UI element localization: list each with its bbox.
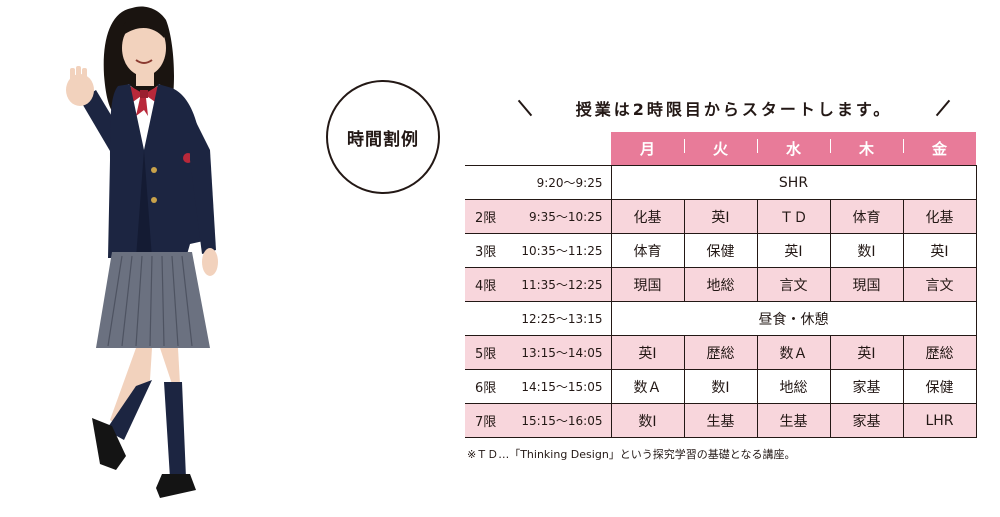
- period-time: 10:35〜11:25: [511, 233, 611, 268]
- day-header: 金: [903, 132, 976, 166]
- subject-cell: 数Ａ: [610, 369, 684, 404]
- timetable-header-row: 月 火 水 木 金: [465, 132, 976, 166]
- subject-cell: 地総: [683, 267, 757, 302]
- period-label: 2限: [465, 199, 511, 234]
- timetable-row: 12:25〜13:15 昼食・休憩: [465, 301, 977, 336]
- period-time: 15:15〜16:05: [511, 403, 611, 438]
- subject-cell: 生基: [683, 403, 757, 438]
- header-empty-cell: [511, 132, 611, 166]
- timetable-row: 3限 10:35〜11:25 体育 保健 英Ⅰ 数Ⅰ 英Ⅰ: [465, 233, 977, 268]
- subject-cell: 言文: [902, 267, 977, 302]
- period-label: [465, 301, 511, 336]
- timetable-example-badge: 時間割例: [326, 80, 440, 194]
- day-header: 水: [757, 132, 830, 166]
- merged-cell: 昼食・休憩: [610, 301, 977, 336]
- subject-cell: 体育: [610, 233, 684, 268]
- left-slash-icon: [517, 99, 533, 117]
- timetable-row: 9:20〜9:25 SHR: [465, 165, 977, 200]
- period-time: 9:35〜10:25: [511, 199, 611, 234]
- badge-label: 時間割例: [347, 129, 419, 150]
- period-label: 7限: [465, 403, 511, 438]
- timetable-row: 5限 13:15〜14:05 英Ⅰ 歴総 数Ａ 英Ⅰ 歴総: [465, 335, 977, 370]
- subject-cell: 英Ⅰ: [683, 199, 757, 234]
- subject-cell: 数Ⅰ: [610, 403, 684, 438]
- subject-cell: 体育: [829, 199, 903, 234]
- subject-cell: 現国: [610, 267, 684, 302]
- subject-cell: 英Ⅰ: [610, 335, 684, 370]
- subject-cell: 数Ａ: [756, 335, 830, 370]
- period-time: 13:15〜14:05: [511, 335, 611, 370]
- period-label: 5限: [465, 335, 511, 370]
- subject-cell: 英Ⅰ: [756, 233, 830, 268]
- subject-cell: 言文: [756, 267, 830, 302]
- subject-cell: LHR: [902, 403, 977, 438]
- heading-text: 授業は2時限目からスタートします。: [575, 100, 893, 119]
- subject-cell: ＴＤ: [756, 199, 830, 234]
- timetable: 月 火 水 木 金 9:20〜9:25 SHR 2限 9:35〜10:25 化基…: [465, 132, 977, 438]
- subject-cell: 数Ⅰ: [683, 369, 757, 404]
- timetable-row: 6限 14:15〜15:05 数Ａ 数Ⅰ 地総 家基 保健: [465, 369, 977, 404]
- day-header: 火: [684, 132, 757, 166]
- timetable-row: 7限 15:15〜16:05 数Ⅰ 生基 生基 家基 LHR: [465, 403, 977, 438]
- period-time: 12:25〜13:15: [511, 301, 611, 336]
- subject-cell: 家基: [829, 403, 903, 438]
- merged-cell: SHR: [610, 165, 977, 200]
- period-label: [465, 165, 511, 200]
- footnote: ※ＴＤ…「Thinking Design」という探究学習の基礎となる講座。: [467, 448, 796, 461]
- student-photo: [66, 6, 218, 498]
- subject-cell: 地総: [756, 369, 830, 404]
- subject-cell: 歴総: [902, 335, 977, 370]
- period-label: 6限: [465, 369, 511, 404]
- subject-cell: 保健: [902, 369, 977, 404]
- period-time: 14:15〜15:05: [511, 369, 611, 404]
- timetable-row: 4限 11:35〜12:25 現国 地総 言文 現国 言文: [465, 267, 977, 302]
- period-time: 11:35〜12:25: [511, 267, 611, 302]
- timetable-row: 2限 9:35〜10:25 化基 英Ⅰ ＴＤ 体育 化基: [465, 199, 977, 234]
- timetable-heading: 授業は2時限目からスタートします。: [517, 96, 951, 120]
- right-slash-icon: [935, 99, 951, 117]
- period-time: 9:20〜9:25: [511, 165, 611, 200]
- subject-cell: 家基: [829, 369, 903, 404]
- header-empty-cell: [465, 132, 511, 166]
- subject-cell: 数Ⅰ: [829, 233, 903, 268]
- subject-cell: 現国: [829, 267, 903, 302]
- period-label: 3限: [465, 233, 511, 268]
- subject-cell: 生基: [756, 403, 830, 438]
- subject-cell: 英Ⅰ: [902, 233, 977, 268]
- day-header: 月: [611, 132, 684, 166]
- subject-cell: 歴総: [683, 335, 757, 370]
- subject-cell: 英Ⅰ: [829, 335, 903, 370]
- subject-cell: 保健: [683, 233, 757, 268]
- subject-cell: 化基: [610, 199, 684, 234]
- subject-cell: 化基: [902, 199, 977, 234]
- day-header: 木: [830, 132, 903, 166]
- period-label: 4限: [465, 267, 511, 302]
